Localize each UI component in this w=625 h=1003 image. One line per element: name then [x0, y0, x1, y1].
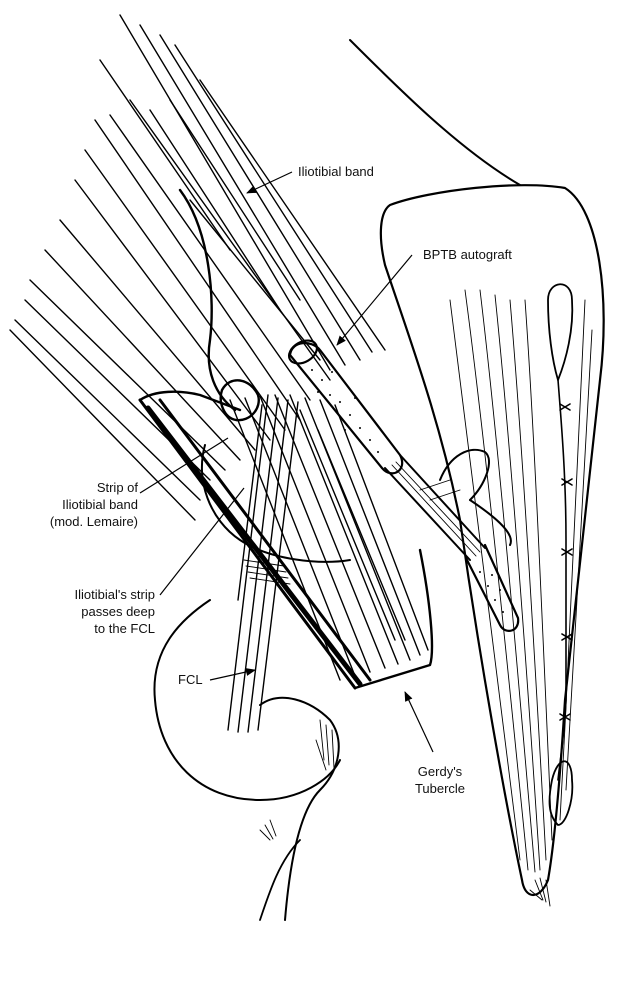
- label-bptb-autograft: BPTB autograft: [423, 247, 512, 262]
- label-passes-line2: passes deep: [81, 604, 155, 619]
- label-gerdy-line1: Gerdy's: [418, 764, 463, 779]
- iliotibial-band-fibers: [10, 15, 385, 520]
- label-iliotibial-band: Iliotibial band: [298, 164, 374, 179]
- label-strip-line2: Iliotibial band: [62, 497, 138, 512]
- leader-fcl: [210, 670, 255, 680]
- label-passes-line1: Iliotibial's strip: [74, 587, 155, 602]
- bptb-bone-plug-top: [290, 343, 402, 473]
- bptb-tendon-fibers: [392, 462, 480, 556]
- label-strip-line3: (mod. Lemaire): [50, 514, 138, 529]
- leader-iliotibial-band: [247, 172, 292, 193]
- leader-gerdy: [405, 692, 433, 752]
- label-passes-line3: to the FCL: [94, 621, 155, 636]
- leader-passes-deep: [160, 488, 244, 595]
- label-strip-line1: Strip of: [97, 480, 139, 495]
- leader-bptb-autograft: [337, 255, 412, 345]
- femur-outline: [350, 40, 520, 185]
- harvest-defect-upper: [548, 284, 572, 380]
- label-fcl: FCL: [178, 672, 203, 687]
- bptb-plug-end: [285, 336, 321, 368]
- label-gerdy-line2: Tubercle: [415, 781, 465, 796]
- patellar-tendon-fibers: [450, 290, 592, 872]
- iliotibial-band-edge: [180, 190, 235, 410]
- lateral-capsule: [440, 450, 489, 500]
